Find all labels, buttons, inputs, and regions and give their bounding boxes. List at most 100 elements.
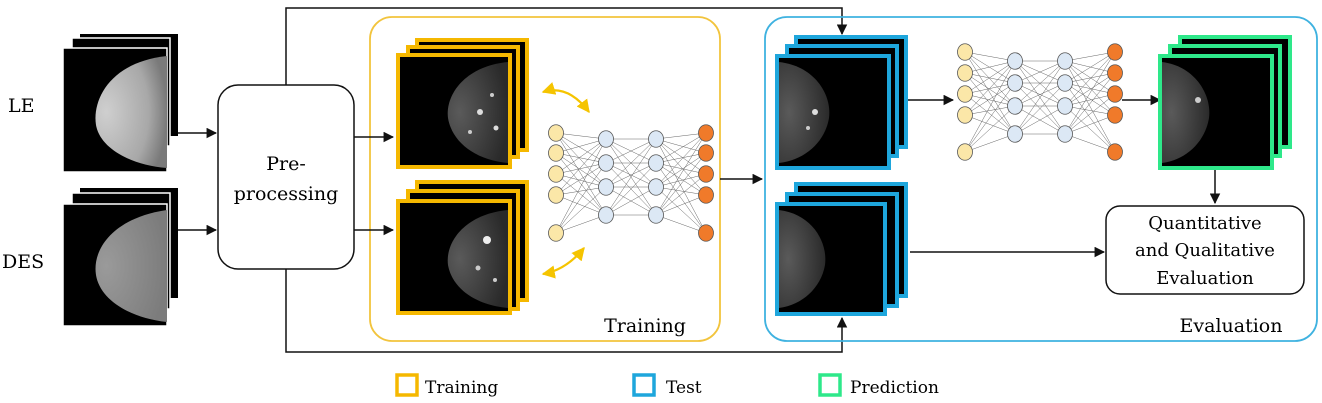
legend-label-test: Test <box>666 378 702 398</box>
network-edge <box>655 162 707 196</box>
network-edge <box>555 162 607 234</box>
network-node <box>1007 97 1023 115</box>
training-neural-network <box>548 124 714 242</box>
network-edge <box>1064 51 1116 107</box>
network-edge <box>555 138 607 154</box>
network-edge <box>655 132 707 216</box>
network-node <box>1107 64 1123 82</box>
network-edge <box>655 214 707 234</box>
network-node <box>598 154 614 172</box>
evaluation-box-line2: and Qualitative <box>1135 240 1275 261</box>
swap-arrow-top <box>541 82 590 114</box>
network-edge <box>1064 72 1116 107</box>
network-edge <box>1064 105 1116 116</box>
network-edge <box>555 132 607 140</box>
network-edge <box>964 93 1016 135</box>
network-edge <box>1014 82 1066 107</box>
network-edge <box>555 138 607 196</box>
network-node <box>1007 125 1023 143</box>
network-edge <box>655 173 707 188</box>
des-image-stack <box>62 182 178 327</box>
network-edge <box>1064 105 1116 153</box>
legend: Training Test Prediction <box>395 373 939 398</box>
network-node <box>1057 97 1073 115</box>
network-edge <box>605 162 657 216</box>
legend-swatch-test <box>632 373 656 397</box>
network-edge <box>655 152 707 164</box>
network-node <box>548 124 564 142</box>
network-edge <box>655 138 707 175</box>
network-node <box>1107 43 1123 61</box>
network-node <box>957 143 973 161</box>
network-edge <box>655 152 707 188</box>
training-panel-label: Training <box>604 315 686 337</box>
network-node <box>957 64 973 82</box>
network-node <box>648 206 664 224</box>
network-edge <box>655 132 707 164</box>
network-edge <box>1064 82 1116 116</box>
network-node <box>598 178 614 196</box>
preprocessing-label-line1: Pre- <box>266 153 306 175</box>
le-training-stack <box>396 38 529 169</box>
network-edge <box>964 72 1016 135</box>
network-edge <box>655 194 707 216</box>
network-edge <box>964 51 1016 135</box>
network-node <box>1107 143 1123 161</box>
legend-label-prediction: Prediction <box>850 378 939 398</box>
network-node <box>1057 52 1073 70</box>
network-edge <box>555 162 607 196</box>
legend-swatch-prediction <box>818 373 842 397</box>
network-edge <box>1064 60 1116 116</box>
des-label: DES <box>2 251 44 273</box>
legend-label-training: Training <box>425 378 498 398</box>
network-edge <box>655 132 707 140</box>
prediction-stack <box>1158 35 1292 170</box>
network-edge <box>1064 72 1116 135</box>
network-edge <box>1064 51 1116 84</box>
network-node <box>1057 125 1073 143</box>
network-edge <box>1064 72 1116 84</box>
network-edge <box>655 173 707 216</box>
network-edge <box>655 138 707 154</box>
network-edge <box>1064 93 1116 107</box>
network-edge <box>555 186 607 196</box>
network-node <box>698 224 714 242</box>
network-node <box>698 165 714 183</box>
network-edge <box>1064 51 1116 62</box>
evaluation-box-line1: Quantitative <box>1148 213 1261 234</box>
network-edge <box>655 162 707 234</box>
network-edge <box>964 72 1016 107</box>
network-edge <box>1064 114 1116 135</box>
des-test-stack <box>775 182 908 316</box>
arrow-preprocessing-bottom-to-test <box>285 269 848 353</box>
network-edge <box>555 132 607 164</box>
le-test-stack <box>775 35 908 170</box>
network-edge <box>964 72 1016 84</box>
evaluation-neural-network <box>957 43 1123 161</box>
network-edge <box>964 60 1016 74</box>
network-edge <box>1014 60 1066 135</box>
network-edge <box>605 162 657 188</box>
le-image-stack <box>62 28 178 173</box>
network-edge <box>555 138 607 175</box>
network-edge <box>605 138 657 164</box>
network-edge <box>964 60 1016 95</box>
network-edge <box>555 152 607 188</box>
network-edge <box>555 162 607 175</box>
network-edge <box>1064 93 1116 135</box>
evaluation-panel <box>764 16 1318 342</box>
preprocessing-box <box>217 84 355 270</box>
network-edge <box>555 152 607 216</box>
network-edge <box>1064 51 1116 135</box>
network-node <box>1007 52 1023 70</box>
network-node <box>1107 106 1123 124</box>
network-edge <box>964 82 1016 153</box>
network-edge <box>964 60 1016 153</box>
network-node <box>548 144 564 162</box>
network-node <box>548 224 564 242</box>
network-edge <box>1014 60 1066 107</box>
network-edge <box>605 138 657 188</box>
network-edge <box>1014 82 1066 135</box>
network-edge <box>655 186 707 196</box>
